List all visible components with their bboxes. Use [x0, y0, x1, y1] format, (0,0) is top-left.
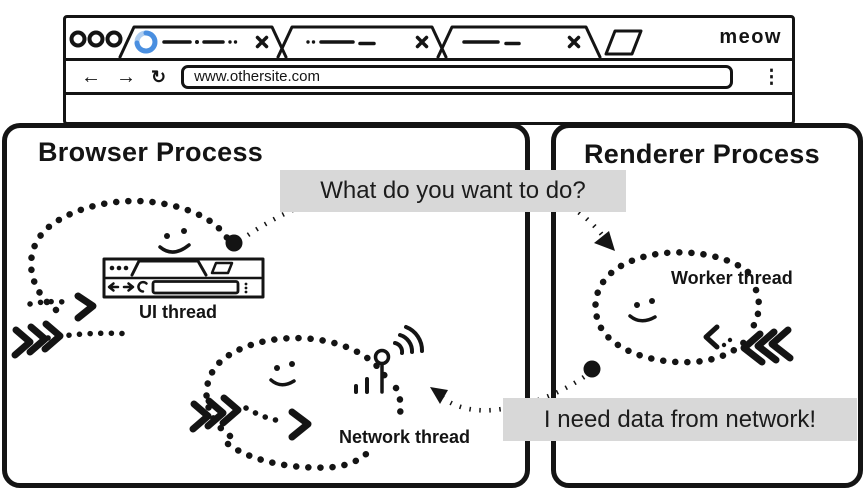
browser-window: meow ← → ↻ www.othersite.com ⋮: [63, 15, 795, 125]
url-text: www.othersite.com: [194, 68, 320, 85]
renderer-process-title: Renderer Process: [584, 139, 820, 169]
window-controls[interactable]: [69, 30, 123, 48]
tab-close-icon[interactable]: [415, 35, 429, 49]
new-tab-button[interactable]: [604, 29, 643, 56]
forward-button[interactable]: →: [116, 65, 136, 88]
loading-spinner-icon: [134, 30, 158, 54]
ui-thread-label: UI thread: [139, 302, 218, 322]
window-control-dot[interactable]: [69, 30, 87, 48]
back-button[interactable]: ←: [81, 65, 101, 88]
worker-thread-label: Worker thread: [671, 268, 793, 288]
window-control-dot[interactable]: [105, 30, 123, 48]
browser-process-title: Browser Process: [38, 137, 264, 167]
reload-button[interactable]: ↻: [151, 66, 167, 87]
tab-3[interactable]: [436, 25, 602, 58]
window-control-dot[interactable]: [87, 30, 105, 48]
tab-close-icon[interactable]: [567, 35, 581, 49]
tab-title-placeholder: [162, 40, 238, 44]
network-thread-label: Network thread: [339, 427, 471, 447]
brand-label: meow: [719, 26, 782, 48]
tab-title-placeholder: [306, 40, 376, 46]
tab-strip: meow: [66, 18, 792, 61]
url-field[interactable]: www.othersite.com: [181, 64, 734, 89]
tab-2[interactable]: [276, 25, 448, 58]
tab-title-placeholder: [462, 40, 521, 46]
speech-bubble-ask: What do you want to do?: [280, 170, 626, 212]
tab-close-icon[interactable]: [255, 35, 269, 49]
address-bar: ← → ↻ www.othersite.com ⋮: [66, 61, 792, 95]
tab-1[interactable]: [118, 25, 288, 58]
tab-strip-art: [69, 25, 643, 58]
menu-icon[interactable]: ⋮: [762, 67, 781, 88]
speech-bubble-need-data: I need data from network!: [503, 398, 857, 441]
